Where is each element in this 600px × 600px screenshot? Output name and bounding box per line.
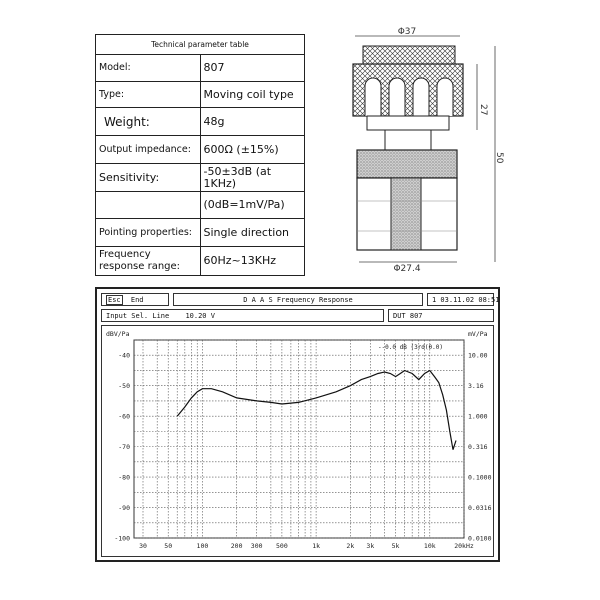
right-dimension-small-label: 27 — [478, 104, 488, 115]
row-value: Single direction — [199, 218, 305, 247]
table-title: Technical parameter table — [95, 34, 305, 55]
x-tick-label: 3k — [366, 542, 374, 550]
plot-area — [133, 339, 465, 539]
row-value: 48g — [199, 107, 305, 136]
frequency-response-plot: dBV/Pa mV/Pa -40 10.00 -50 3.16 -60 1.000 -70 0.3… — [106, 330, 492, 550]
table-row: Frequency response range: 60Hz~13KHz — [95, 246, 305, 276]
row-key: Weight: — [95, 107, 201, 136]
table-row: Output impedance: 600Ω (±15%) — [95, 135, 305, 164]
bottom-dimension-label: Φ27.4 — [393, 264, 420, 274]
row-value: 600Ω (±15%) — [199, 135, 305, 164]
table-row: Model: 807 — [95, 54, 305, 82]
x-tick-label: 5k — [392, 542, 400, 550]
x-tick-label: 500 — [276, 542, 288, 550]
end-label: End — [130, 296, 144, 304]
capsule-neck — [366, 115, 450, 131]
row-value: 60Hz~13KHz — [199, 246, 305, 276]
y2-axis-label: mV/Pa — [468, 330, 488, 338]
x-tick-label: 1k — [312, 542, 320, 550]
x-tick-label: 30 — [139, 542, 147, 550]
legend-label: --0.0 dB (3rd(0.0) — [378, 344, 443, 351]
y-tick-label: -50 — [118, 382, 130, 390]
row-value: Moving coil type — [199, 81, 305, 108]
y-axis-label: dBV/Pa — [106, 330, 130, 338]
capsule-drawing: Φ37 Φ27.4 27 50 — [352, 27, 504, 274]
table-row: Pointing properties: Single direction — [95, 218, 305, 247]
x-tick-label: 300 — [251, 542, 263, 550]
y2-tick-label: 0.316 — [468, 443, 488, 451]
window-title: D A A S Frequency Response — [173, 293, 423, 306]
input-label: Input Sel. Line — [106, 312, 170, 320]
table-row: Type: Moving coil type — [95, 81, 305, 108]
table-title-row: Technical parameter table — [95, 34, 305, 55]
parameter-table: Technical parameter table Model: 807 Typ… — [95, 34, 305, 276]
date-time: 1 03.11.02 08:51 — [427, 293, 499, 306]
table-row: (0dB=1mV/Pa) — [95, 191, 305, 219]
x-tick-label: 20kHz — [454, 542, 474, 550]
y2-tick-label: 0.0316 — [468, 504, 492, 512]
table-row: Weight: 48g — [95, 107, 305, 136]
top-dimension-label: Φ37 — [398, 27, 417, 37]
y-tick-label: -70 — [118, 443, 130, 451]
y-tick-label: -40 — [118, 352, 130, 360]
y-tick-label: -60 — [118, 413, 130, 421]
y2-tick-label: 1.000 — [468, 413, 488, 421]
x-tick-label: 200 — [231, 542, 243, 550]
grille-top — [362, 45, 456, 65]
y2-tick-label: 0.1000 — [468, 474, 492, 482]
row-value: 807 — [199, 54, 305, 82]
grille-windows — [364, 77, 454, 116]
frequency-response-window: Esc End D A A S Frequency Response 1 03.… — [95, 287, 500, 562]
esc-end-bar[interactable]: Esc End — [101, 293, 169, 306]
y2-tick-label: 3.16 — [468, 382, 484, 390]
input-sel-bar: Input Sel. Line 10.20 V — [101, 309, 384, 322]
row-value: -50±3dB (at 1KHz) — [199, 163, 305, 192]
response-curve — [176, 369, 457, 450]
y-tick-label: -100 — [114, 535, 130, 543]
right-dimension-large-label: 50 — [494, 152, 504, 164]
input-value: 10.20 V — [185, 312, 215, 320]
row-key: Output impedance: — [95, 135, 201, 164]
y-tick-label: -80 — [118, 474, 130, 482]
dut-label: DUT 807 — [388, 309, 494, 322]
y-tick-label: -90 — [118, 504, 130, 512]
row-key: Model: — [95, 54, 201, 82]
y2-tick-label: 0.0100 — [468, 535, 492, 543]
x-tick-label: 10k — [424, 542, 436, 550]
x-tick-label: 2k — [346, 542, 354, 550]
magnet-assembly — [356, 149, 458, 179]
center-pole — [390, 177, 422, 251]
row-value: (0dB=1mV/Pa) — [199, 191, 305, 219]
y2-tick-label: 10.00 — [468, 352, 488, 360]
esc-key[interactable]: Esc — [106, 295, 123, 305]
x-tick-label: 50 — [164, 542, 172, 550]
plot-frame: dBV/Pa mV/Pa -40 10.00 -50 3.16 -60 1.000 -70 0.3… — [101, 325, 494, 557]
row-key: Type: — [95, 81, 201, 108]
row-key: Pointing properties: — [95, 218, 201, 247]
row-key: Frequency response range: — [95, 246, 201, 276]
row-key — [95, 191, 201, 219]
x-tick-label: 100 — [197, 542, 209, 550]
row-key: Sensitivity: — [95, 163, 201, 192]
table-row: Sensitivity: -50±3dB (at 1KHz) — [95, 163, 305, 192]
